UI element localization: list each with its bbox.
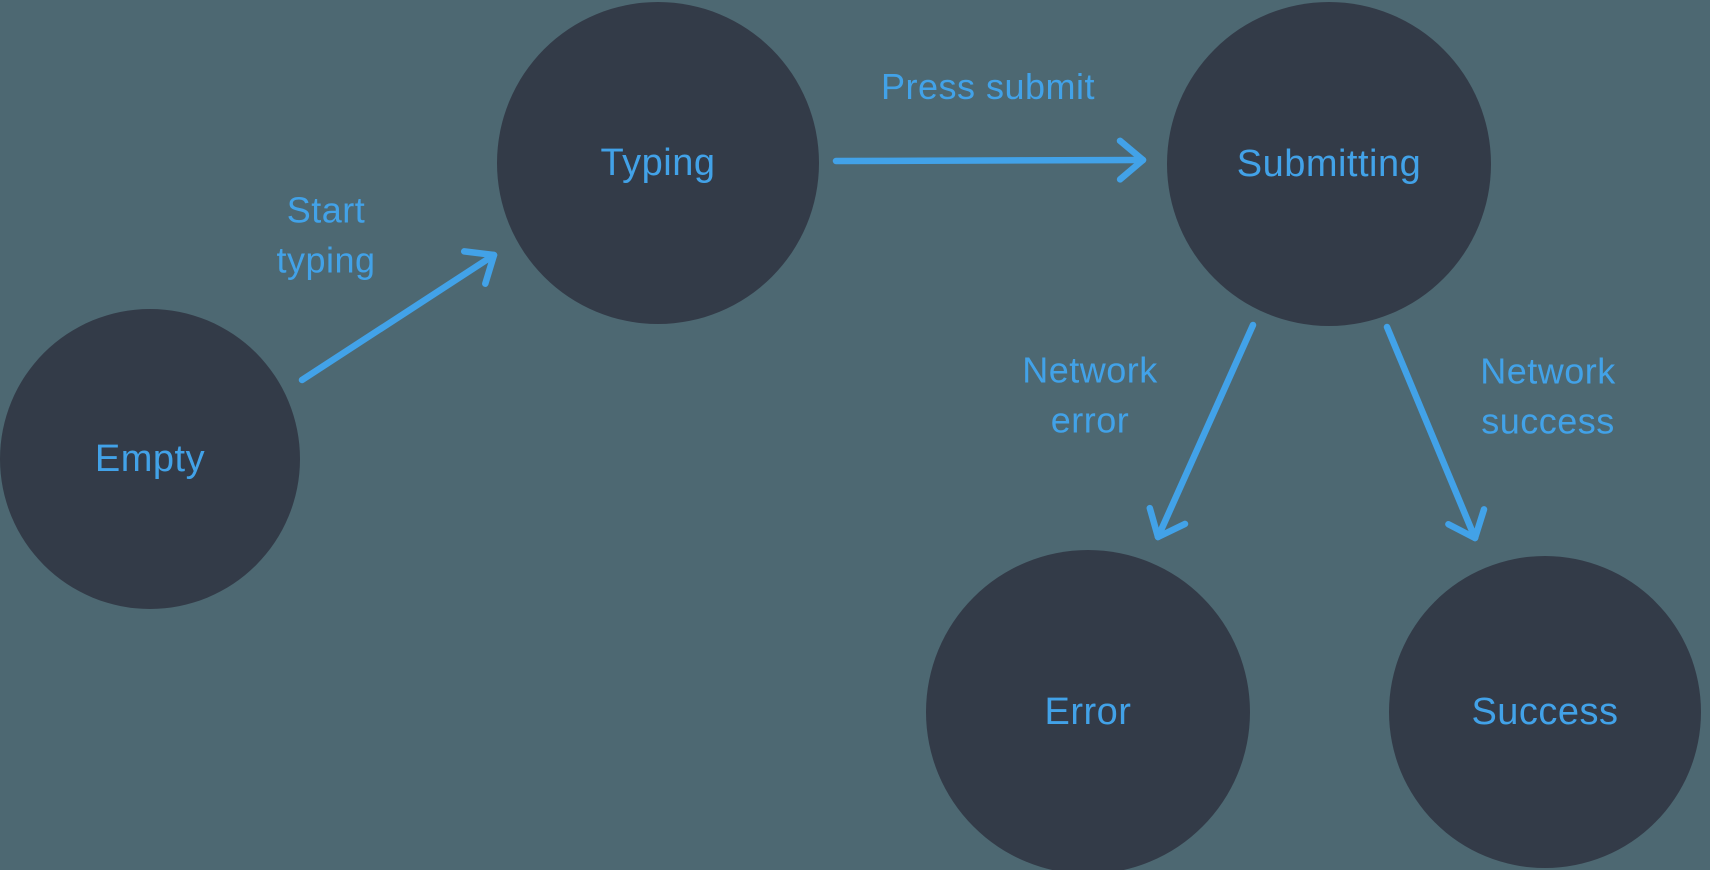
transition-arrow-press-submit bbox=[832, 137, 1147, 183]
arrow-head-icon bbox=[1146, 504, 1189, 541]
transition-arrow-network-error bbox=[1146, 321, 1257, 541]
state-node-empty: Empty bbox=[0, 309, 300, 609]
state-label: Typing bbox=[600, 141, 716, 184]
arrow-head-icon bbox=[460, 248, 498, 287]
state-node-success: Success bbox=[1389, 556, 1701, 868]
state-node-error: Error bbox=[926, 550, 1250, 870]
arrow-head-icon bbox=[1116, 137, 1147, 183]
transition-arrow-network-success bbox=[1383, 323, 1488, 542]
state-label: Empty bbox=[94, 437, 206, 480]
state-node-submitting: Submitting bbox=[1167, 2, 1491, 326]
arrow-line bbox=[1154, 321, 1257, 541]
arrow-line bbox=[1383, 323, 1479, 542]
state-label: Error bbox=[1044, 690, 1132, 733]
state-label: Success bbox=[1471, 690, 1619, 733]
state-node-typing: Typing bbox=[497, 2, 819, 324]
arrow-head-icon bbox=[1445, 506, 1488, 542]
edge-label-press-submit: Press submit bbox=[880, 65, 1096, 107]
arrow-line bbox=[832, 156, 1147, 165]
state-label: Submitting bbox=[1236, 142, 1422, 185]
